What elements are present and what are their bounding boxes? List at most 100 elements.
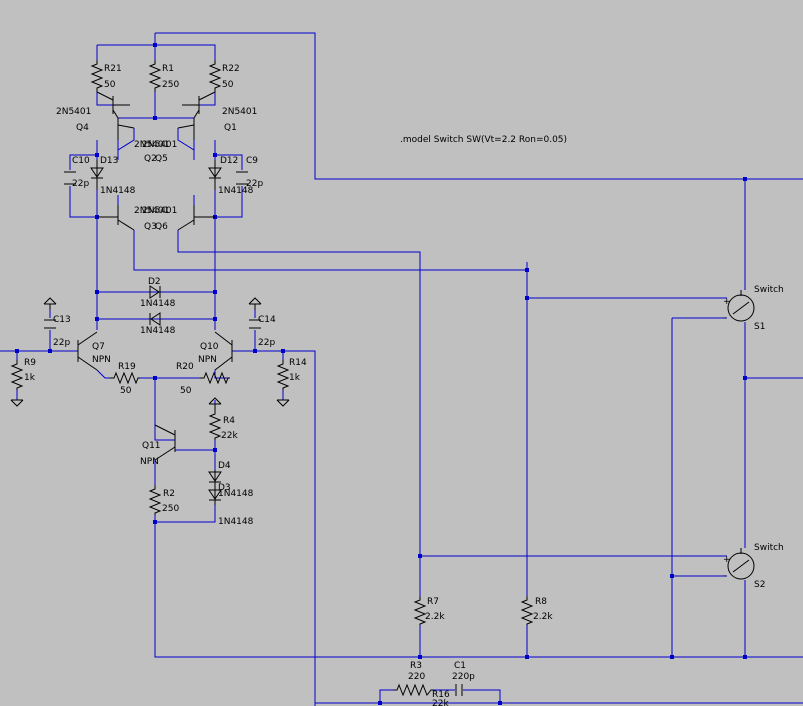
diode-d2 [149, 285, 161, 299]
label-r2-value: 250 [162, 504, 179, 514]
resistor-r20 [200, 371, 230, 385]
label-d2-model: 1N4148 [140, 299, 176, 309]
resistor-r14 [276, 360, 290, 390]
svg-text:-: - [723, 313, 726, 323]
label-r9-name: R9 [24, 358, 36, 368]
capacitor-c1 [455, 684, 463, 696]
label-r14-name: R14 [289, 358, 307, 368]
resistor-r9 [10, 360, 24, 390]
capacitor-c13 [44, 319, 56, 329]
labels: .model Switch SW(Vt=2.2 Ron=0.05) R21 50… [24, 64, 784, 706]
resistor-r21 [90, 60, 104, 92]
ground-c13 [43, 297, 57, 310]
capacitor-c9 [236, 171, 248, 185]
capacitor-c10 [64, 171, 76, 185]
label-c1-value: 220p [452, 672, 475, 682]
resistor-r8 [520, 596, 534, 625]
label-c10-name: C10 [72, 156, 90, 166]
label-q11-model: NPN [140, 457, 159, 467]
spice-directive: .model Switch SW(Vt=2.2 Ron=0.05) [400, 135, 567, 145]
label-q3-name: Q3 [144, 222, 157, 232]
label-r7-name: R7 [427, 597, 439, 607]
label-c10-value: 22p [72, 179, 89, 189]
transistor-q11 [154, 424, 176, 461]
switch-s1-symbol: +- [723, 290, 755, 323]
label-q7-model: NPN [92, 355, 111, 365]
label-d12-model: 1N4148 [218, 186, 254, 196]
label-d12-name: D12 [220, 156, 238, 166]
label-r14-value: 1k [289, 373, 301, 383]
diode-d1 [149, 312, 161, 326]
label-c9-value: 22p [246, 179, 263, 189]
label-s2-model: Switch [754, 543, 784, 553]
label-c14-name: C14 [258, 315, 276, 325]
label-q7-name: Q7 [92, 342, 105, 352]
label-d4-model: 1N4148 [218, 489, 254, 499]
label-r1-value: 250 [162, 80, 179, 90]
transistor-q10 [214, 331, 233, 371]
label-c13-name: C13 [53, 315, 71, 325]
label-r22-name: R22 [222, 64, 240, 74]
diodes [90, 160, 222, 505]
label-s1-name: S1 [754, 322, 765, 332]
transistor-q7 [77, 331, 98, 371]
label-d13-model: 1N4148 [100, 186, 136, 196]
label-d1-model: 1N4148 [140, 326, 176, 336]
label-q4-model: 2N5401 [56, 107, 91, 117]
label-q4-name: Q4 [76, 123, 89, 133]
svg-text:+: + [723, 555, 731, 565]
label-r16-name: R16 [432, 690, 450, 700]
transistor-q1 [182, 91, 216, 119]
ground-r9 [10, 399, 24, 407]
label-r21-value: 50 [104, 80, 116, 90]
svg-text:-: - [723, 571, 726, 581]
label-d2-name: D2 [148, 277, 161, 287]
resistor-r3 [393, 683, 433, 697]
label-r4-name: R4 [223, 416, 235, 426]
label-c14-value: 22p [258, 338, 275, 348]
transistor-q3-q6 [97, 205, 215, 231]
resistor-r1 [148, 60, 162, 92]
switches: +- +- [723, 290, 755, 581]
label-c13-value: 22p [53, 338, 70, 348]
label-d3-name: D3 [218, 483, 231, 493]
wires [0, 32, 803, 706]
label-q6-model: 2N5401 [142, 206, 177, 216]
label-d3-model: 1N4148 [218, 517, 254, 527]
label-q6-name: Q6 [155, 222, 168, 232]
resistors [10, 60, 534, 697]
switch-s2-symbol: +- [723, 548, 755, 581]
resistor-r22 [208, 60, 222, 92]
label-q2-name: Q2 [144, 154, 157, 164]
label-q10-model: NPN [198, 355, 217, 365]
label-r20-value: 50 [180, 386, 192, 396]
label-r8-value: 2.2k [533, 612, 553, 622]
label-c9-name: C9 [246, 156, 258, 166]
label-q5-name: Q5 [155, 154, 168, 164]
label-r3-name: R3 [410, 661, 422, 671]
label-r19-value: 50 [120, 386, 132, 396]
label-q2-model: 2N5401 [134, 140, 169, 150]
svg-text:+: + [723, 297, 731, 307]
label-r22-value: 50 [222, 80, 234, 90]
diode-d12 [208, 160, 222, 190]
label-d4-name: D4 [218, 461, 231, 471]
label-r1-name: R1 [162, 64, 174, 74]
capacitors [44, 171, 463, 696]
label-d13-name: D13 [100, 156, 118, 166]
label-c1-name: C1 [454, 661, 466, 671]
resistor-r2 [148, 485, 162, 515]
ground-c14 [248, 297, 262, 310]
resistor-r4 [208, 410, 222, 440]
label-q10-name: Q10 [200, 342, 219, 352]
label-s1-model: Switch [754, 285, 784, 295]
transistor-q2-q5 [117, 118, 195, 140]
diode-d13 [90, 160, 104, 190]
label-r19-name: R19 [118, 362, 136, 372]
ground-r14 [276, 399, 290, 407]
label-r4-value: 22k [221, 431, 238, 441]
label-r7-value: 2.2k [425, 612, 445, 622]
label-r16-value: 22k [432, 699, 449, 706]
